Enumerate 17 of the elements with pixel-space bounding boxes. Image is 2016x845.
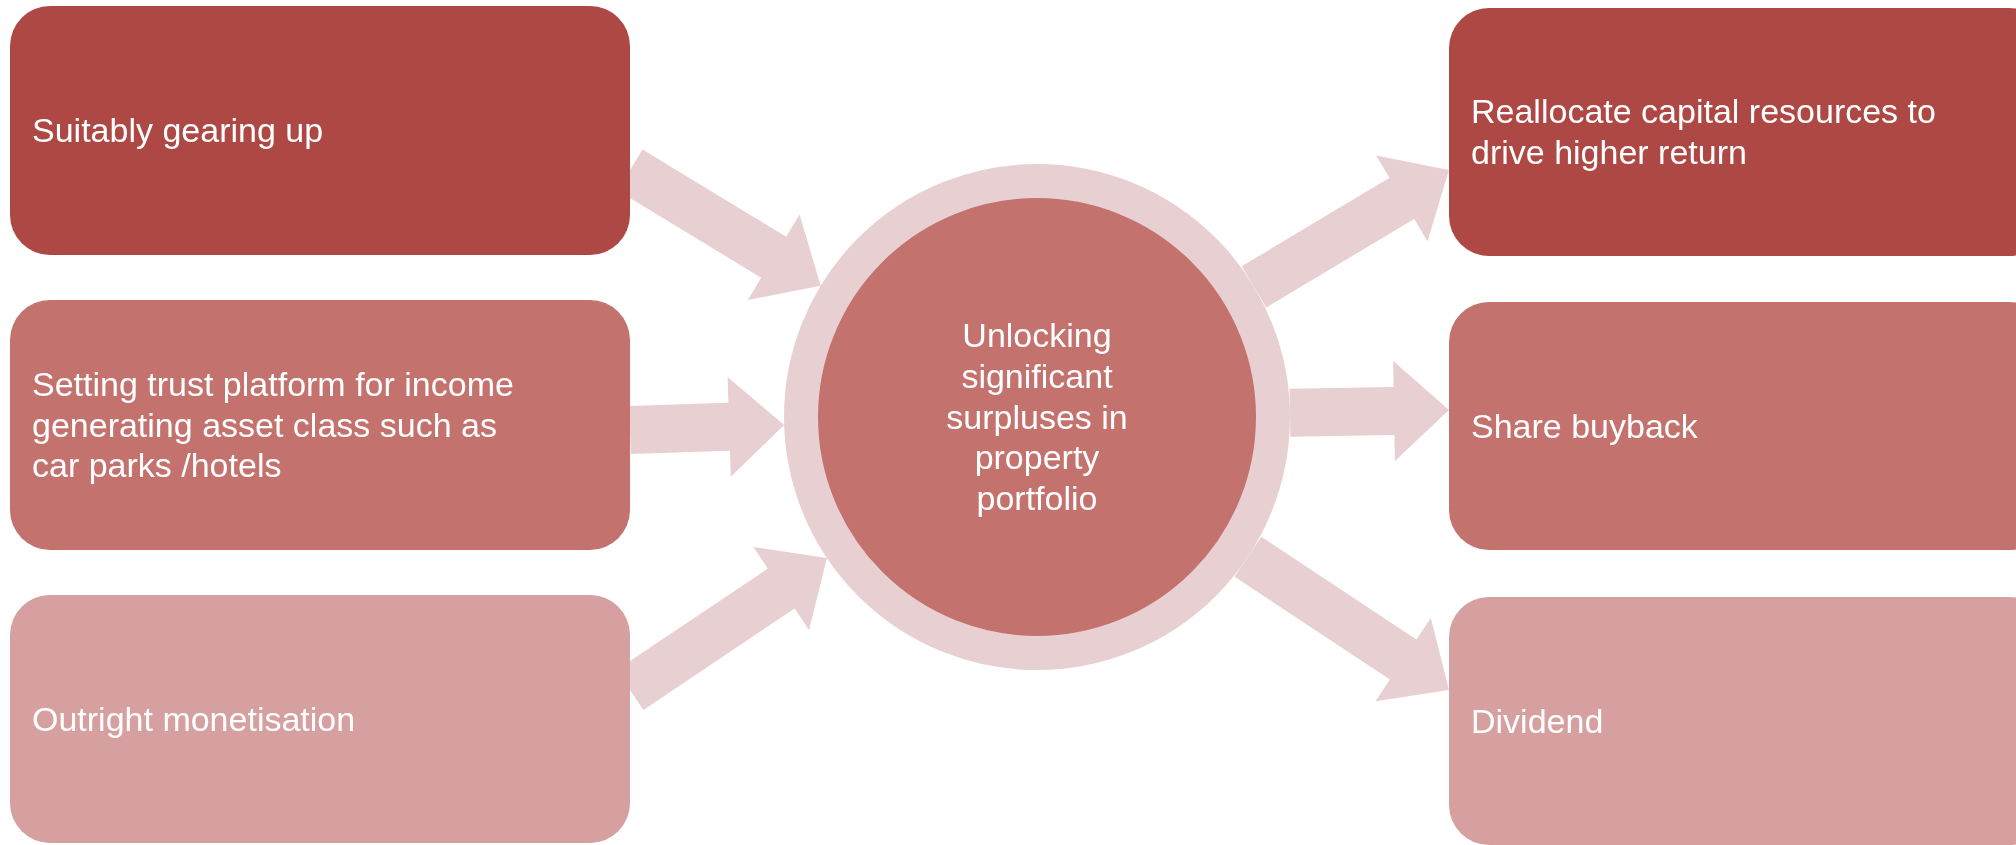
rounded-box bbox=[1449, 302, 2016, 550]
rounded-box bbox=[10, 300, 630, 550]
node-text: Outright monetisation bbox=[32, 698, 356, 740]
block-arrow bbox=[1289, 360, 1449, 461]
node-text: Suitably gearing up bbox=[32, 110, 324, 151]
rounded-box bbox=[1449, 8, 2016, 256]
rounded-box bbox=[1449, 597, 2016, 845]
node-text: Reallocate capital resources to drive higher return bbox=[1471, 91, 1937, 173]
node-text: Share buyback bbox=[1471, 405, 1698, 447]
rounded-box bbox=[10, 6, 630, 255]
block-arrow bbox=[629, 376, 785, 477]
node-text: Dividend bbox=[1471, 700, 1604, 742]
node-text: Setting trust platform for income generating asset class such as car parks /hotels bbox=[32, 363, 515, 487]
block-arrow bbox=[1234, 536, 1449, 702]
node-text: Unlocking significant surpluses in property portfolio bbox=[945, 315, 1129, 519]
block-arrow bbox=[1241, 155, 1449, 308]
rounded-box bbox=[10, 595, 630, 843]
